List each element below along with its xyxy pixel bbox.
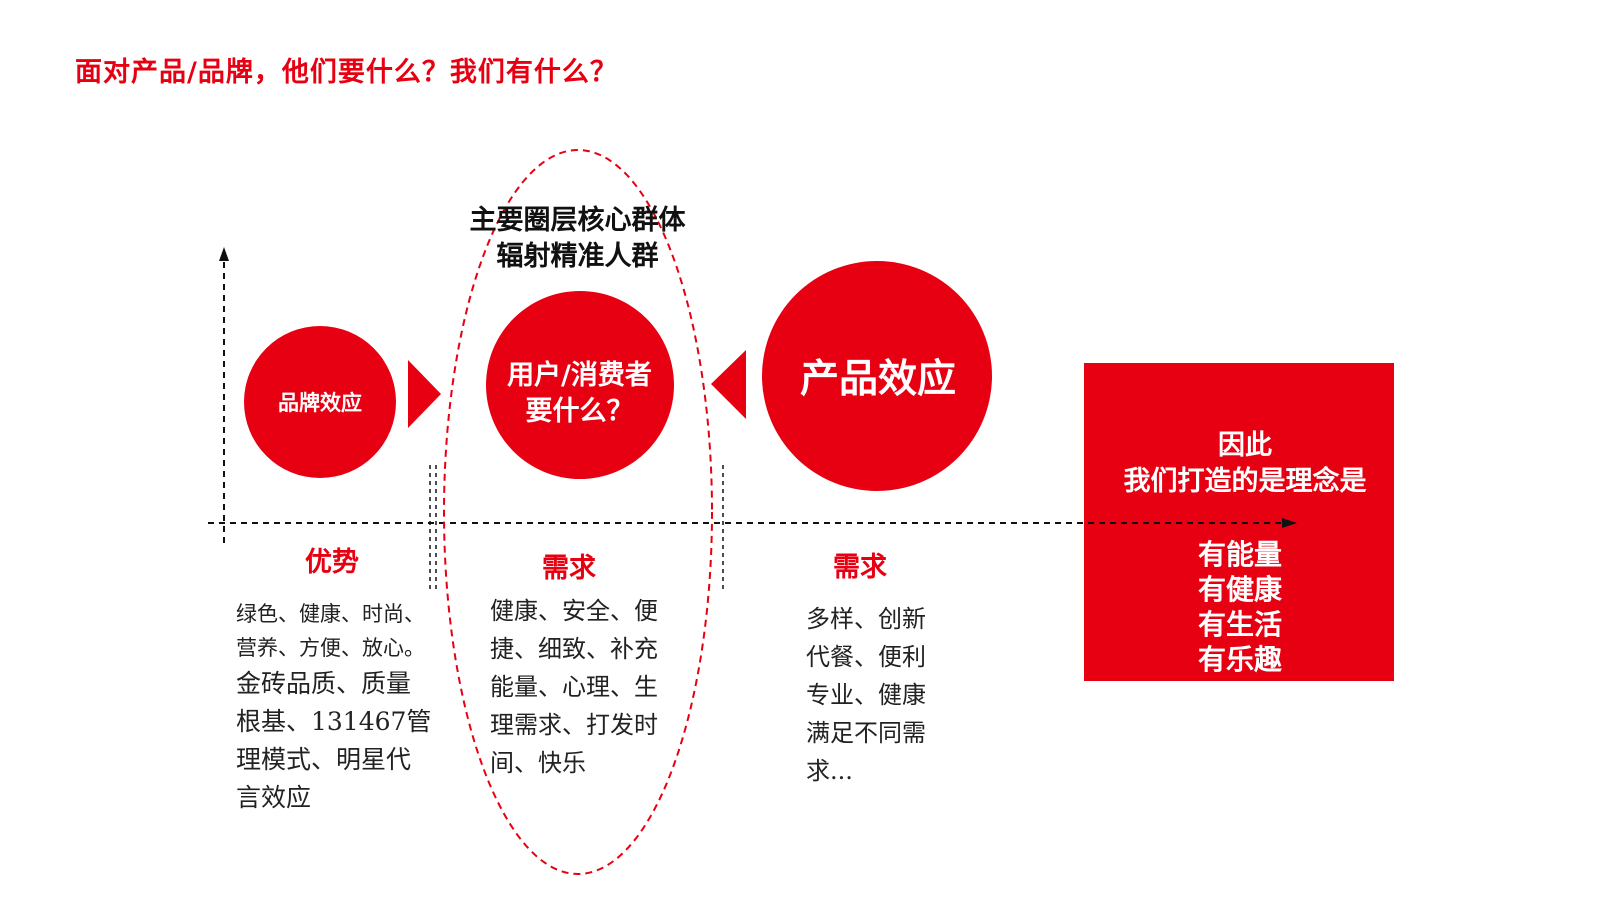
conclusion-intro-line: 因此 — [1218, 430, 1272, 461]
product-needs-line: 专业、健康 — [806, 681, 926, 709]
user-needs-text: 健康、安全、便 捷、细致、补充 能量、心理、生 理需求、打发时 间、快乐 — [490, 592, 658, 782]
product-needs-line: 代餐、便利 — [806, 643, 926, 671]
advantage-line: 金砖品质、质量 — [236, 669, 412, 698]
vertical-axis-arrowhead — [219, 247, 229, 261]
advantage-heading: 优势 — [305, 547, 359, 578]
advantage-line: 营养、方便、放心。 — [236, 636, 425, 660]
core-group-line: 主要圈层核心群体 — [469, 205, 686, 236]
advantage-line: 理模式、明星代 — [236, 745, 412, 774]
brand-circle — [244, 326, 396, 478]
user-needs-line: 健康、安全、便 — [490, 597, 658, 625]
left-pointing-triangle — [711, 350, 746, 419]
product-circle — [762, 261, 992, 491]
core-group-ellipse — [443, 149, 713, 875]
advantage-line: 根基、131467管 — [236, 707, 432, 736]
product-needs-line: 求... — [806, 757, 853, 785]
user-circle-line: 要什么？ — [525, 396, 634, 427]
conclusion-value: 有乐趣 — [1197, 643, 1282, 676]
conclusion-intro-line: 我们打造的是理念是 — [1123, 466, 1367, 497]
user-circle-label: 用户/消费者 要什么？ — [482, 358, 677, 430]
right-pointing-triangle — [408, 360, 441, 428]
user-circle-line: 用户/消费者 — [507, 360, 652, 391]
conclusion-value: 有健康 — [1197, 573, 1282, 606]
conclusion-value: 有生活 — [1197, 608, 1282, 641]
core-group-title: 主要圈层核心群体 辐射精准人群 — [440, 203, 715, 275]
advantage-text: 绿色、健康、时尚、 营养、方便、放心。 金砖品质、质量 根基、131467管 理… — [236, 597, 431, 817]
page-title: 面对产品/品牌，他们要什么？我们有什么？ — [75, 57, 618, 88]
product-needs-line: 多样、创新 — [806, 605, 926, 633]
product-needs-heading: 需求 — [833, 552, 887, 583]
horizontal-axis-arrowhead — [1282, 518, 1297, 528]
conclusion-value: 有能量 — [1197, 538, 1282, 571]
advantage-line: 言效应 — [236, 783, 312, 812]
conclusion-values: 有能量 有健康 有生活 有乐趣 — [1165, 537, 1315, 677]
user-needs-line: 能量、心理、生 — [490, 673, 658, 701]
user-needs-line: 理需求、打发时 — [490, 711, 658, 739]
brand-circle-label: 品牌效应 — [278, 391, 362, 415]
user-needs-line: 间、快乐 — [490, 749, 586, 777]
product-needs-text: 多样、创新 代餐、便利 专业、健康 满足不同需 求... — [806, 600, 926, 790]
user-circle — [486, 291, 674, 479]
advantage-line: 绿色、健康、时尚、 — [236, 602, 425, 626]
core-group-line: 辐射精准人群 — [496, 241, 659, 272]
user-needs-line: 捷、细致、补充 — [490, 635, 658, 663]
product-circle-label: 产品效应 — [799, 357, 956, 402]
conclusion-intro: 因此 我们打造的是理念是 — [1090, 428, 1400, 500]
user-needs-heading: 需求 — [542, 553, 596, 584]
product-needs-line: 满足不同需 — [806, 719, 926, 747]
